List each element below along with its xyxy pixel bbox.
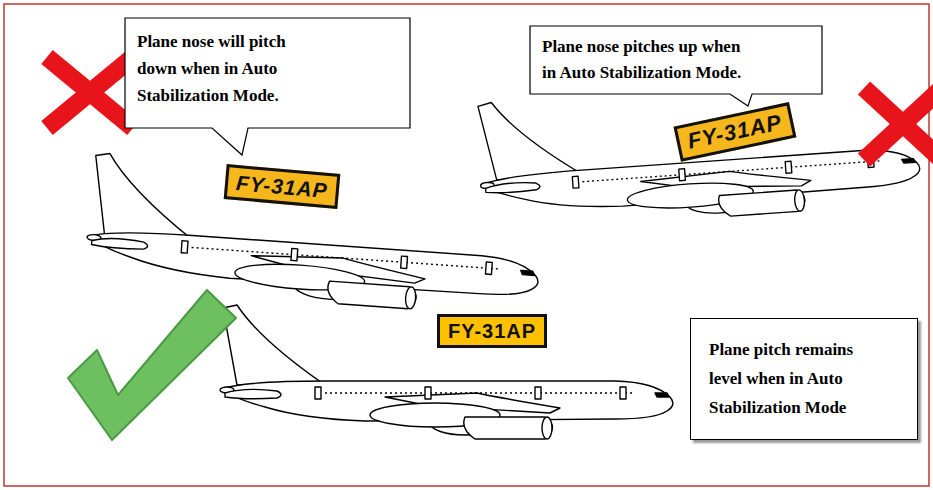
- note-text: Plane pitch remains level when in Auto S…: [709, 335, 879, 422]
- registration-text: FY-31AP: [448, 320, 536, 342]
- check-mark: [68, 290, 236, 440]
- registration-tag: FY-31AP: [224, 164, 340, 209]
- registration-tag: FY-31AP: [674, 102, 797, 162]
- airplane-nose-up: [475, 73, 922, 233]
- speech-bubble-outline: [530, 26, 822, 106]
- cross-stroke: [864, 88, 933, 160]
- registration-tag: FY-31AP: [437, 314, 547, 348]
- speech-bubble-outline: [125, 18, 410, 155]
- registration-text: FY-31AP: [235, 171, 328, 202]
- wrong-mark: [864, 88, 933, 160]
- registration-text: FY-31AP: [685, 109, 784, 153]
- wrong-mark: [47, 57, 133, 128]
- cross-stroke: [864, 88, 933, 160]
- cross-stroke: [47, 57, 133, 128]
- callout-text: Plane nose pitches up when in Auto Stabi…: [542, 34, 750, 86]
- note-box: Plane pitch remains level when in Auto S…: [690, 318, 918, 440]
- callout-bubble: Plane nose pitches up when in Auto Stabi…: [530, 26, 822, 94]
- callout-text: Plane nose will pitch down when in Auto …: [137, 28, 317, 109]
- callout-bubble: Plane nose will pitch down when in Auto …: [125, 18, 410, 128]
- airplane-level: [220, 305, 673, 439]
- cross-stroke: [47, 57, 133, 128]
- frame-border: [4, 4, 929, 486]
- airplane-nose-down: [84, 152, 545, 317]
